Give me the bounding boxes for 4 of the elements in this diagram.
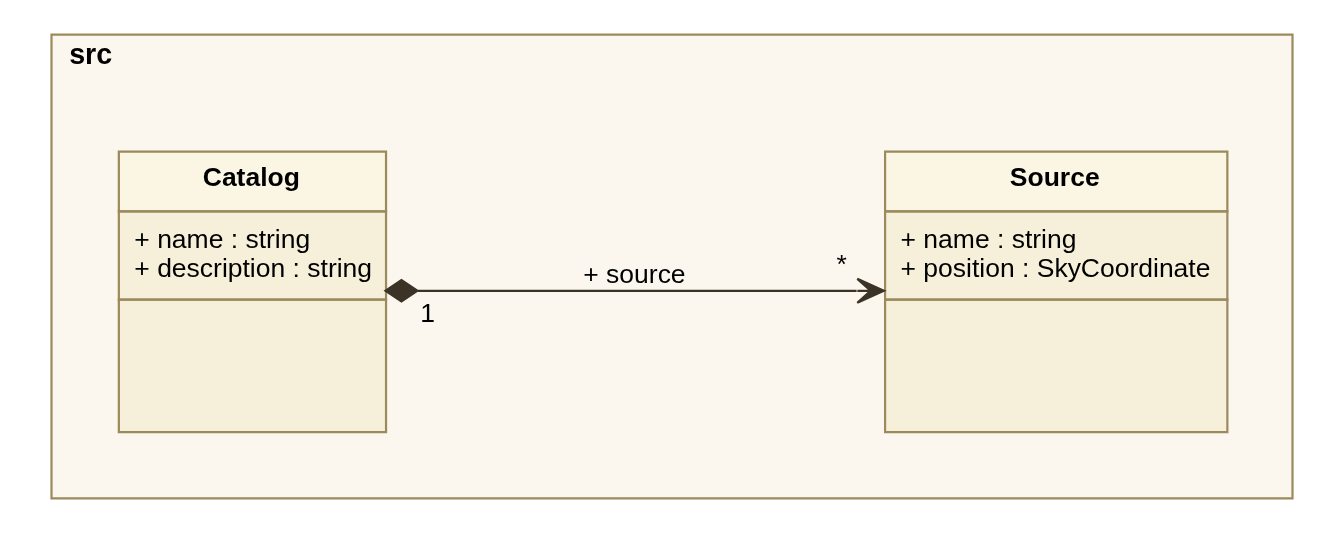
arrow <box>383 277 885 304</box>
label: * <box>836 249 847 280</box>
label: 1 <box>419 297 435 328</box>
edge-label: + source <box>582 259 686 290</box>
